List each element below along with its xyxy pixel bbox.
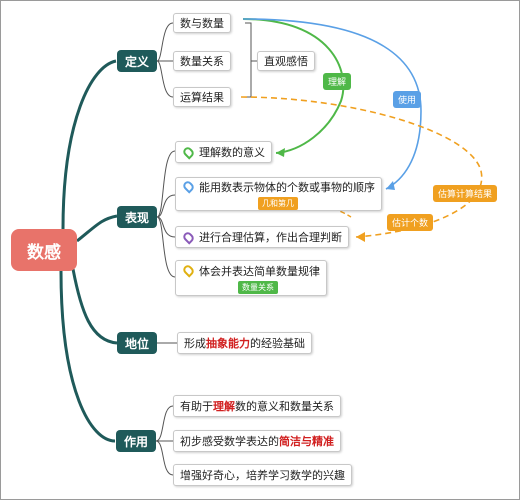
status-text-post: 的经验基础 [250, 337, 305, 350]
green-arrowhead [276, 148, 285, 157]
tag-quantity-relation: 数量关系 [238, 280, 278, 294]
perf-item-label: 理解数的意义 [199, 146, 265, 159]
location-pin-icon [181, 229, 196, 245]
category-function[interactable]: 作用 [116, 430, 156, 452]
location-pin-icon [181, 144, 196, 160]
category-performance[interactable]: 表现 [117, 206, 157, 228]
def-item-label: 数量关系 [180, 55, 224, 68]
link-perf-1 [156, 150, 176, 218]
def-item-operation-result[interactable]: 运算结果 [173, 87, 231, 107]
link-root-def [61, 59, 117, 230]
link-def-1 [156, 22, 174, 62]
def-item-number-quantity[interactable]: 数与数量 [173, 13, 231, 33]
perf-item-represent-count[interactable]: 能用数表示物体的个数或事物的顺序 几和第几 [175, 177, 382, 211]
use-text-pre: 有助于 [180, 400, 213, 413]
def-item-quantity-relation[interactable]: 数量关系 [173, 51, 231, 71]
location-pin-icon [181, 263, 196, 278]
link-root-perf [76, 214, 118, 243]
status-highlight: 抽象能力 [206, 337, 250, 350]
link-use-3 [155, 440, 174, 476]
link-use-1 [155, 405, 174, 442]
use-text-post: 数的意义和数量关系 [235, 400, 334, 413]
use-text-pre: 增强好奇心，培养学习数学的兴趣 [180, 469, 345, 482]
perf-item-label: 能用数表示物体的个数或事物的顺序 [199, 180, 375, 194]
use-highlight: 理解 [213, 400, 235, 413]
connector-label-estimate-result: 估算计算结果 [433, 185, 498, 202]
use-item-expression[interactable]: 初步感受数学表达的简洁与精准 [173, 430, 341, 452]
perf-item-estimation[interactable]: 进行合理估算，作出合理判断 [175, 226, 349, 248]
connector-label-estimate-count: 估计个数 [387, 214, 434, 231]
perf-item-understand-meaning[interactable]: 理解数的意义 [175, 141, 272, 163]
orange-arrowhead [356, 232, 365, 242]
perf-item-quantity-pattern[interactable]: 体会并表达简单数量规律 数量关系 [175, 260, 327, 296]
def-item-label: 运算结果 [180, 91, 224, 104]
connector-label-understand: 理解 [323, 73, 352, 90]
green-connector [242, 18, 345, 154]
connector-label-use: 使用 [393, 91, 422, 108]
link-root-use [59, 270, 116, 443]
orange-dashed-connector [240, 96, 483, 238]
use-highlight: 简洁与精准 [279, 435, 334, 448]
def-summary-label: 直观感悟 [264, 55, 308, 68]
use-item-understanding[interactable]: 有助于理解数的意义和数量关系 [173, 395, 341, 417]
blue-arrowhead [386, 181, 395, 190]
def-item-label: 数与数量 [180, 17, 224, 30]
link-root-status [71, 268, 118, 345]
def-bracket [245, 22, 257, 98]
category-definition[interactable]: 定义 [117, 50, 157, 72]
status-item[interactable]: 形成抽象能力的经验基础 [177, 332, 312, 354]
link-def-3 [156, 60, 174, 98]
use-text-pre: 初步感受数学表达的 [180, 435, 279, 448]
def-summary-intuition[interactable]: 直观感悟 [257, 51, 315, 71]
category-status[interactable]: 地位 [117, 332, 157, 354]
use-item-curiosity[interactable]: 增强好奇心，培养学习数学的兴趣 [173, 464, 352, 486]
link-perf-2 [156, 194, 176, 218]
location-pin-icon [181, 179, 196, 194]
tag-ordinal: 几和第几 [258, 196, 298, 210]
perf-item-label: 体会并表达简单数量规律 [199, 264, 320, 278]
status-text-pre: 形成 [184, 337, 206, 350]
root-node[interactable]: 数感 [11, 229, 77, 271]
link-perf-4 [156, 216, 176, 278]
perf-item-label: 进行合理估算，作出合理判断 [199, 231, 342, 244]
